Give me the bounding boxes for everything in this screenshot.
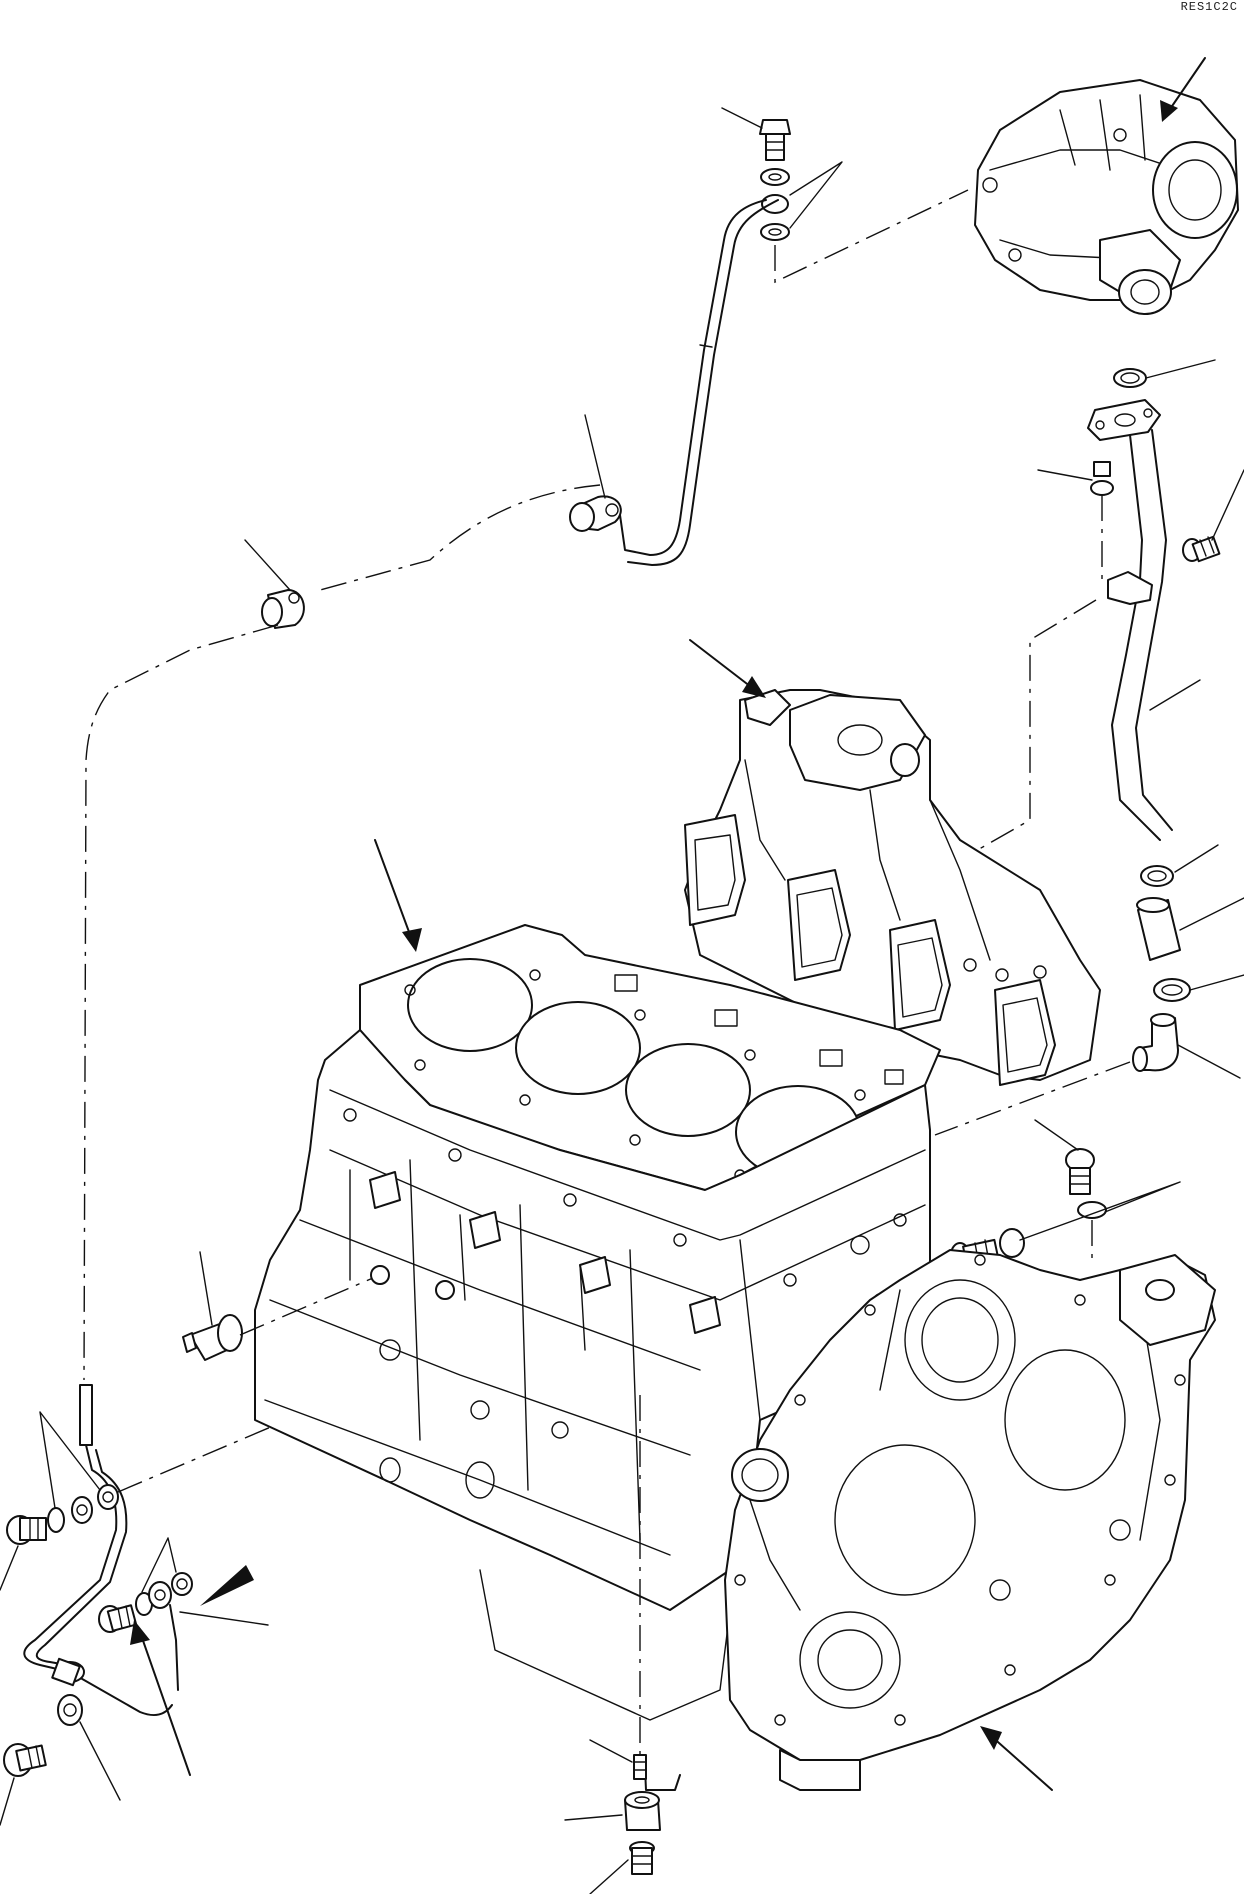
drain-fitting — [624, 1791, 661, 1831]
centerline-oil-switch — [239, 1274, 381, 1336]
banjo-eye-lower — [148, 1581, 172, 1609]
gasket-bore-3 — [625, 1043, 751, 1137]
leader-block-bolt-front — [1034, 1119, 1079, 1151]
reference-code: RES1C2C — [1180, 0, 1238, 14]
leader-arrow-lower — [139, 1631, 191, 1776]
arrow-head-gasket — [402, 928, 422, 952]
gear-case-seal — [731, 1448, 789, 1502]
leader-clamp-lower — [244, 539, 291, 591]
washer-top-2 — [760, 223, 790, 241]
banjo-eye-top — [761, 194, 789, 214]
leader-hose — [1179, 897, 1244, 931]
exhaust-manifold — [684, 689, 1101, 1086]
leader-dowel-pin — [589, 1739, 633, 1763]
o-ring-return — [1113, 368, 1147, 388]
pipe-clamp-lower — [261, 589, 305, 629]
leader-elbow — [1177, 1044, 1241, 1079]
centerline-bracket — [959, 599, 1097, 861]
banjo-eye-lower-left — [71, 1496, 93, 1524]
banjo-bolt-lower — [98, 1604, 138, 1633]
washer-block-front — [1077, 1201, 1107, 1219]
pipe-lower-stub — [169, 1604, 179, 1691]
leader-hose-clamp-upper — [1174, 844, 1219, 873]
centerline-elbow — [934, 1061, 1131, 1136]
block-bolt-front — [1065, 1148, 1095, 1195]
cylinder-head-gasket — [359, 924, 941, 1191]
centerline-pipe-to-clamp — [319, 484, 601, 591]
drain-pipe-stub — [644, 1767, 681, 1791]
leader-bolt-bottom-left — [0, 1777, 15, 1826]
leader-oil-pressure-switch — [199, 1251, 213, 1326]
arrow-head-lower-left — [200, 1565, 254, 1606]
arrow-head-turbo — [1160, 100, 1178, 122]
centerline-oil-line — [83, 624, 279, 1381]
oil-return-pipe — [1111, 434, 1161, 841]
return-pipe-bracket — [1107, 571, 1153, 605]
leader-clamp-upper — [584, 414, 606, 499]
oil-pressure-switch — [182, 1314, 243, 1361]
washer-lower-left-1 — [47, 1507, 65, 1533]
arrow-head-manifold — [742, 676, 766, 698]
pipe-clamp-upper — [569, 495, 622, 532]
washer-lower-left-2 — [97, 1484, 119, 1510]
dowel-pin — [633, 1754, 647, 1780]
engine-block — [254, 1029, 931, 1721]
return-bolt-right — [1182, 535, 1221, 563]
leader-washers-top — [789, 161, 843, 229]
hose-clamp-lower — [1153, 978, 1191, 1002]
elbow-fitting — [1132, 1013, 1179, 1072]
leader-drain-fitting — [564, 1814, 623, 1821]
turbocharger — [974, 79, 1239, 315]
clamp-bolt-bottom-left — [3, 1743, 47, 1777]
leader-return-bolt-right — [1211, 469, 1244, 541]
leader-return-bolt-upper — [1037, 469, 1093, 481]
lower-oil-pipe — [23, 1444, 173, 1726]
return-pipe-flange — [1087, 399, 1161, 441]
leader-clamp-bottom — [79, 1721, 121, 1801]
drain-bolt — [629, 1841, 655, 1875]
return-bolt-upper — [1090, 461, 1114, 496]
arrow-head-gear-case — [980, 1726, 1002, 1750]
leader-gasket-arrow — [374, 839, 413, 941]
washer-top-1 — [760, 168, 790, 186]
banjo-bolt-lower-left — [6, 1515, 47, 1545]
leader-washers-lower-left — [39, 1411, 101, 1509]
oil-feed-pipe — [619, 199, 767, 556]
leader-washers-block — [1019, 1181, 1181, 1241]
leader-manifold-arrow — [689, 639, 756, 691]
leader-gear-case-arrow — [989, 1734, 1053, 1791]
leader-turbo-arrow — [1167, 57, 1206, 113]
leader-hose-clamp-lower — [1189, 974, 1244, 991]
leader-drain-bolt — [589, 1859, 629, 1894]
leader-o-ring-return — [1145, 359, 1216, 379]
leader-return-pipe — [1149, 679, 1201, 711]
gear-case — [724, 1249, 1216, 1791]
leader-washers-lower — [141, 1537, 177, 1593]
centerline-turbo-feed — [774, 189, 969, 284]
hose-clamp-upper — [1140, 865, 1174, 887]
leader-pipe-lower — [179, 1611, 269, 1626]
arrow-head-lower — [130, 1620, 150, 1645]
banjo-bolt-top — [759, 119, 791, 161]
washer-lower-2 — [171, 1572, 193, 1596]
gasket-bore-1 — [407, 958, 533, 1052]
leader-bolt-top — [721, 107, 763, 129]
leader-bolt-lower-left — [0, 1545, 19, 1591]
gasket-bore-2 — [515, 1001, 641, 1095]
